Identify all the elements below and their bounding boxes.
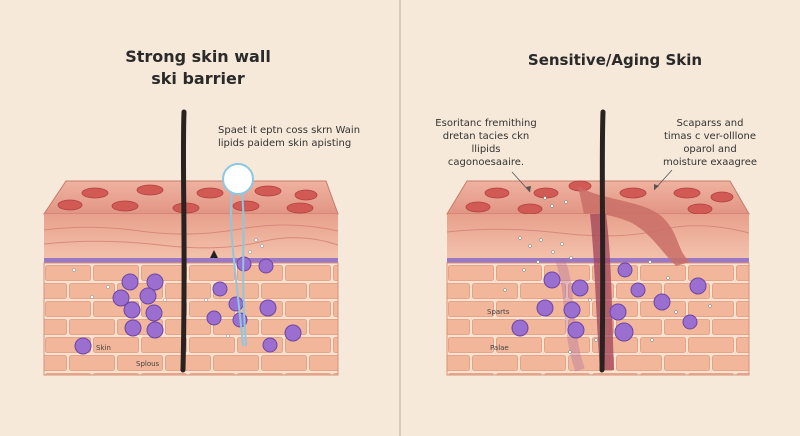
water-droplet — [222, 163, 254, 195]
damaged-skin-block — [446, 109, 750, 376]
left-bottom-label: Splous — [136, 360, 160, 368]
left-annotation: Spaet it eptn coss skrn Wain lipids paide… — [218, 124, 360, 150]
arrow-up-icon — [210, 250, 218, 258]
lipid-layer — [44, 258, 338, 263]
right-annotation-left: Esoritanc fremithing dretan tacies ckn lli… — [426, 117, 546, 169]
right-panel-title: Sensitive/Aging Skin — [527, 51, 703, 69]
left-note-line1: Spaet it eptn coss skrn Wain — [218, 125, 361, 136]
right-note-right-line2: timas c ver-olllone — [663, 131, 757, 142]
immune-cells — [74, 256, 302, 355]
water-channel — [229, 193, 244, 347]
right-note-left-line2: dretan tacies ckn — [442, 131, 530, 142]
right-note-right-line3: oparol and — [683, 144, 737, 155]
lipid-particles — [503, 196, 712, 354]
right-note-left-line3: llipids — [471, 144, 501, 155]
healthy-skin-block — [43, 109, 339, 376]
left-skin-label: Skin — [96, 344, 111, 352]
epidermis-layer — [44, 214, 338, 260]
pointer-line — [511, 171, 531, 193]
barrier-crack — [578, 186, 690, 266]
right-note-left-line4: cagonoesaaire. — [447, 157, 525, 168]
hair-strand — [599, 109, 606, 373]
surface-cells — [465, 180, 734, 215]
lipid-particles — [72, 238, 264, 338]
right-note-right-line4: moisture exaagree — [662, 157, 758, 168]
left-note-line2: lipids paidem skin apisting — [218, 138, 352, 149]
right-note-left-line1: Esoritanc fremithing — [435, 118, 537, 129]
immune-cells — [511, 262, 707, 342]
hair-strand — [180, 109, 187, 373]
right-bottom-label: Palae — [490, 344, 509, 352]
right-note-right-line1: Scaparss and — [676, 118, 744, 129]
right-mid-label: Sparts — [487, 308, 510, 316]
left-panel-title: Strong skin wall ski barrier — [103, 46, 293, 90]
brick-layer — [43, 262, 339, 376]
left-title-line1: Strong skin wall — [125, 47, 271, 66]
right-annotation-right: Scaparss and timas c ver-olllone oparol an… — [640, 117, 780, 169]
left-title-line2: ski barrier — [151, 69, 245, 88]
surface-cells — [57, 184, 318, 214]
